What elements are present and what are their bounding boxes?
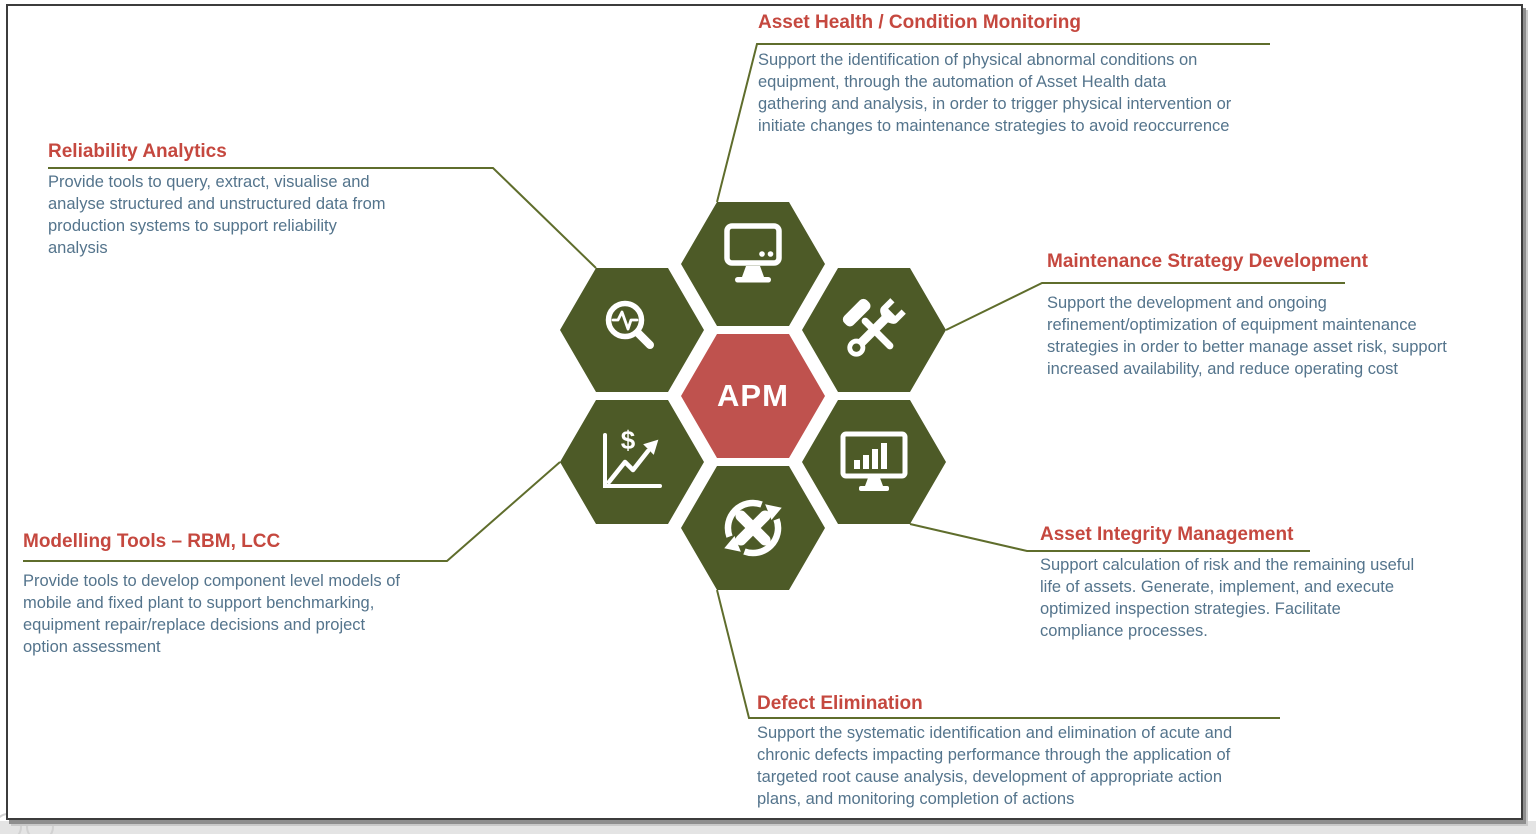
hexagon-apm-center (681, 334, 825, 458)
connector-asset-health (716, 43, 1270, 203)
section-title-asset-integrity: Asset Integrity Management (1040, 524, 1294, 545)
dollar-glyph: $ (621, 425, 636, 455)
connector-maintenance-strategy (945, 282, 1345, 331)
hexagon-modelling-tools (560, 400, 704, 524)
apm-center-label: APM (717, 378, 789, 413)
connector-lines (23, 43, 1345, 719)
connector-modelling-tools (23, 461, 561, 562)
section-body-maintenance-strategy: Support the development and ongoing refi… (1047, 294, 1447, 378)
bar-chart-monitor-icon (840, 431, 908, 491)
section-title-defect-elimination: Defect Elimination (757, 693, 923, 714)
section-title-maintenance-strategy: Maintenance Strategy Development (1047, 251, 1368, 272)
section-body-asset-health: Support the identification of physical a… (758, 51, 1232, 135)
section-body-reliability-analytics: Provide tools to query, extract, visuali… (48, 173, 386, 257)
section-body-modelling-tools: Provide tools to develop component level… (23, 572, 400, 656)
connector-reliability-analytics (48, 167, 597, 269)
section-title-asset-health: Asset Health / Condition Monitoring (758, 12, 1081, 33)
section-body-defect-elimination: Support the systematic identification an… (757, 724, 1233, 808)
connector-defect-elimination (716, 589, 1280, 719)
hammer-wrench-icon (842, 298, 906, 357)
pulse-magnifier-icon (605, 300, 654, 349)
desktop-monitor-icon (724, 223, 782, 283)
section-body-asset-integrity: Support calculation of risk and the rema… (1040, 556, 1415, 640)
section-title-modelling-tools: Modelling Tools – RBM, LCC (23, 531, 281, 552)
connector-asset-integrity (909, 523, 1310, 552)
hexagon-reliability-analytics (560, 268, 704, 392)
cycle-x-icon (724, 499, 782, 557)
section-title-reliability-analytics: Reliability Analytics (48, 141, 227, 162)
dollar-trend-chart-icon: $ (603, 425, 662, 488)
hammer-icon (842, 298, 894, 350)
